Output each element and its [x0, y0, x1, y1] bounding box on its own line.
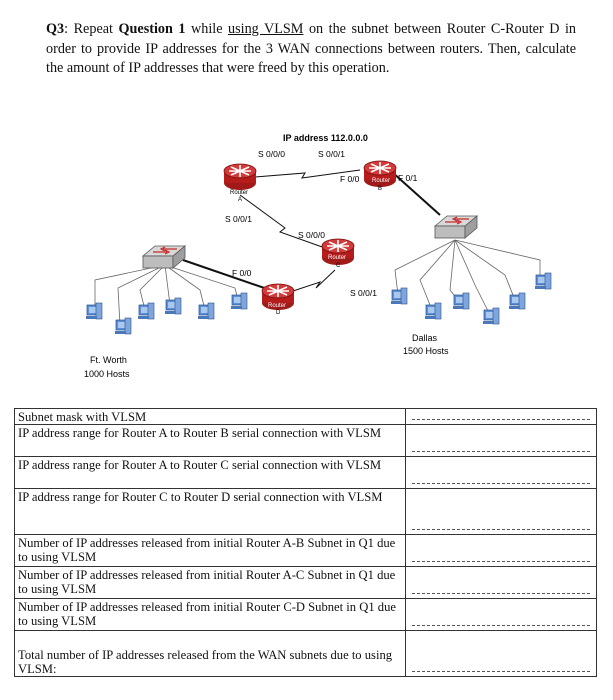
- answer-table: Subnet mask with VLSM IP address range f…: [14, 407, 597, 678]
- iface-a-s001: S 0/0/1: [225, 214, 252, 224]
- table-row: IP address range for Router A to Router …: [14, 424, 597, 458]
- question-part-3: on the subnet between Router C-Router D …: [46, 21, 576, 76]
- answer-blank[interactable]: [405, 534, 597, 568]
- router-a: Router A: [223, 163, 257, 203]
- site-labels: Ft. Worth 1000 Hosts Dallas 1500 Hosts: [84, 333, 449, 379]
- interface-labels: S 0/0/0 S 0/0/1 F 0/0 F 0/1 S 0/0/1 S 0/…: [225, 149, 418, 298]
- ip-address-label: IP address 112.0.0.0: [283, 133, 368, 143]
- table-row: Total number of IP addresses released fr…: [14, 630, 597, 678]
- table-row: Number of IP addresses released from ini…: [14, 566, 597, 600]
- router-a-label: Router: [230, 190, 248, 196]
- answer-blank[interactable]: [405, 598, 597, 632]
- router-d-label: Router: [268, 303, 286, 309]
- switch-ftworth: [142, 245, 186, 269]
- switch-dallas: [434, 215, 478, 239]
- dallas-name: Dallas: [412, 333, 438, 343]
- answer-blank[interactable]: [405, 488, 597, 536]
- table-row: IP address range for Router A to Router …: [14, 456, 597, 490]
- row-label: Number of IP addresses released from ini…: [14, 598, 406, 632]
- cables: [94, 169, 541, 326]
- router-c-label: Router: [328, 255, 346, 261]
- answer-blank[interactable]: [405, 566, 597, 600]
- answer-blank[interactable]: [405, 424, 597, 458]
- question-part-1: : Repeat: [64, 21, 119, 37]
- table-row: Subnet mask with VLSM: [14, 407, 597, 426]
- hosts-ftworth: [85, 292, 248, 335]
- router-d: Router D: [261, 283, 295, 316]
- row-label: IP address range for Router C to Router …: [14, 488, 406, 536]
- ftworth-hosts: 1000 Hosts: [84, 369, 130, 379]
- router-b-letter: B: [378, 186, 382, 192]
- hosts-dallas: [390, 272, 552, 325]
- row-label: Number of IP addresses released from ini…: [14, 566, 406, 600]
- row-label-text: Total number of IP addresses released fr…: [18, 647, 393, 676]
- router-d-letter: D: [276, 310, 281, 316]
- dallas-hosts: 1500 Hosts: [403, 346, 449, 356]
- question-using-vlsm: using VLSM: [228, 21, 304, 37]
- table-row: Number of IP addresses released from ini…: [14, 534, 597, 568]
- row-label: IP address range for Router A to Router …: [14, 456, 406, 490]
- table-row: IP address range for Router C to Router …: [14, 488, 597, 536]
- router-a-letter: A: [238, 197, 242, 203]
- question-text: Q3: Repeat Question 1 while using VLSM o…: [46, 20, 576, 79]
- ftworth-name: Ft. Worth: [90, 355, 127, 365]
- answer-blank[interactable]: [405, 456, 597, 490]
- table-row: Number of IP addresses released from ini…: [14, 598, 597, 632]
- iface-c-s001: S 0/0/1: [350, 288, 377, 298]
- iface-d-f00: F 0/0: [232, 268, 252, 278]
- iface-b-f00: F 0/0: [340, 174, 360, 184]
- answer-blank[interactable]: [405, 630, 597, 678]
- row-label: Subnet mask with VLSM: [14, 407, 406, 426]
- router-b: Router B: [363, 160, 397, 192]
- network-diagram: IP address 112.0.0.0 Router A Router B R…: [84, 133, 552, 379]
- row-label: IP address range for Router A to Router …: [14, 424, 406, 458]
- router-c: Router C: [321, 238, 355, 269]
- answer-blank[interactable]: [405, 407, 597, 426]
- row-label: Number of IP addresses released from ini…: [14, 534, 406, 568]
- router-c-letter: C: [336, 263, 341, 269]
- router-b-label: Router: [372, 178, 390, 184]
- row-label: Total number of IP addresses released fr…: [14, 630, 406, 678]
- question-part-2: while: [185, 21, 229, 37]
- question-reference: Question 1: [118, 21, 186, 37]
- iface-c-s000: S 0/0/0: [298, 230, 325, 240]
- iface-b-f01: F 0/1: [398, 173, 418, 183]
- iface-a-s000: S 0/0/0: [258, 149, 285, 159]
- iface-b-s001: S 0/0/1: [318, 149, 345, 159]
- question-number: Q3: [46, 21, 65, 37]
